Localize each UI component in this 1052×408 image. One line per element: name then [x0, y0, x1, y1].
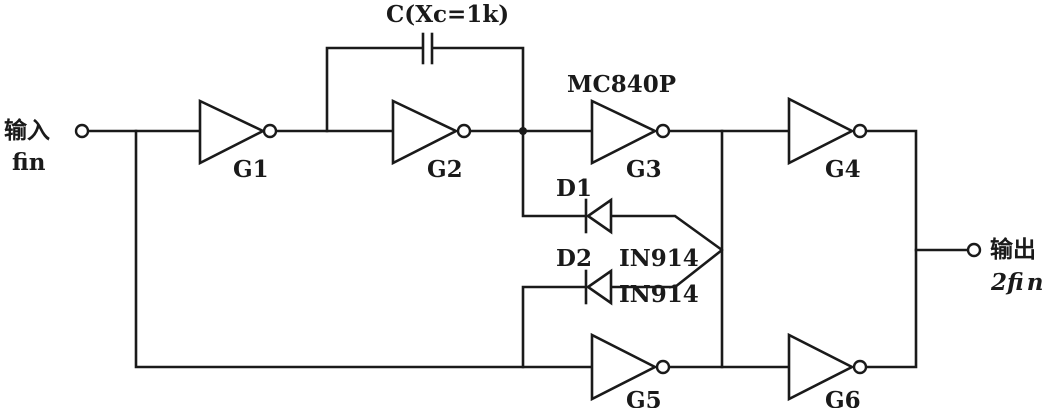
gate-g4: [787, 96, 868, 166]
chip-label: MC840P: [567, 71, 676, 98]
gate-g2: [391, 98, 472, 166]
input-name: 输入: [4, 117, 50, 144]
diode-d2-part: IN914: [619, 281, 699, 308]
diode-d1-part: IN914: [619, 245, 699, 272]
gate-label-g4: G4: [825, 156, 861, 183]
gate-g6: [787, 332, 868, 402]
cross-wire-d1-g5: [609, 214, 724, 369]
diode-d2: [584, 268, 613, 306]
gate-label-g5: G5: [626, 387, 662, 408]
diode-d2-ref: D2: [556, 245, 592, 272]
diode-d1-ref: D1: [556, 175, 592, 202]
gate-label-g6: G6: [825, 387, 861, 408]
cross-wire-d2-g3: [609, 129, 724, 289]
capacitor-label: C(Xc=1k): [386, 1, 509, 28]
gate-g3: [590, 98, 671, 166]
input-signal: fin: [12, 149, 46, 176]
input-terminal: [74, 123, 90, 139]
capacitor: [421, 32, 434, 65]
wire-node-d1: [521, 129, 587, 218]
wires: [86, 46, 970, 369]
gate-label-g2: G2: [427, 156, 463, 183]
cap-wire-right: [432, 46, 525, 133]
gate-g5: [590, 332, 671, 402]
gate-g1: [198, 98, 278, 166]
gate-label-g1: G1: [233, 156, 269, 183]
cap-wire-left: [325, 46, 423, 133]
gate-label-g3: G3: [626, 156, 662, 183]
diode-d1: [584, 197, 613, 235]
junction-node: [519, 127, 527, 135]
wire-or-output: [865, 129, 918, 369]
output-name: 输出: [990, 236, 1036, 263]
output-terminal: [966, 242, 982, 258]
wire-d2-down: [521, 285, 587, 369]
feed-wire-g5: [134, 129, 594, 369]
